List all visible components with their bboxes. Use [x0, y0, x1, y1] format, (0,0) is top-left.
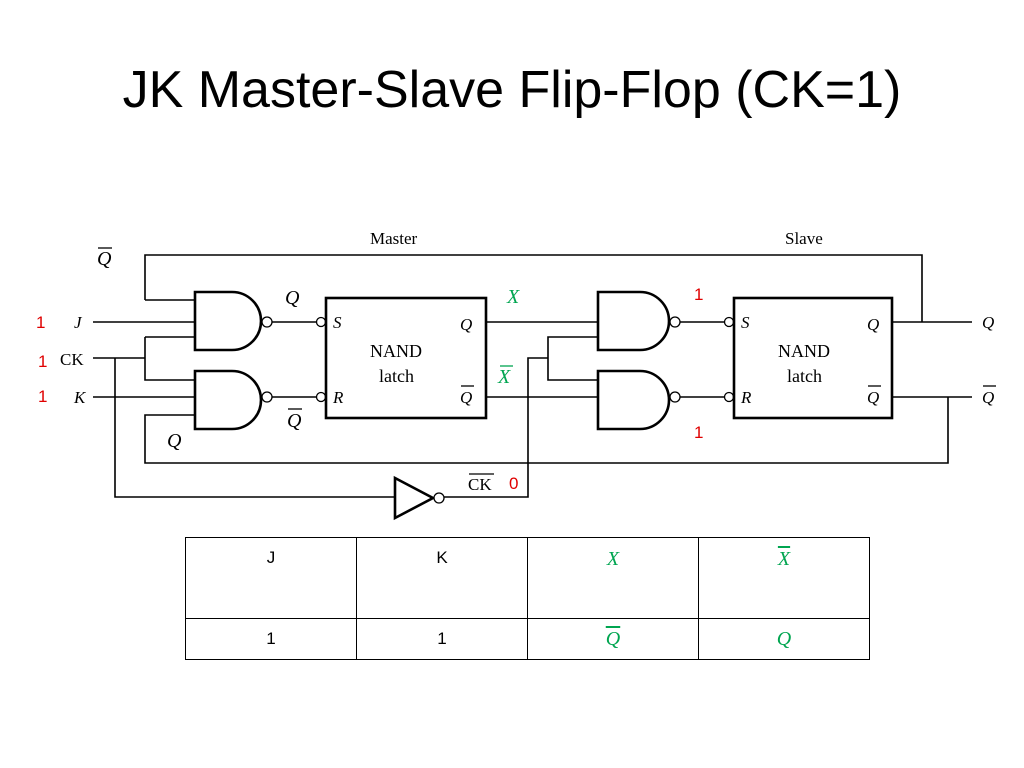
x-label: X: [506, 286, 520, 308]
slave-gate-lower-bubble: [669, 391, 681, 403]
feedback-to-gate2: [144, 414, 195, 425]
slide-title: JK Master-Slave Flip-Flop (CK=1): [122, 61, 902, 119]
cell-k: 1: [356, 618, 528, 660]
ck-label: CK: [60, 350, 84, 369]
jk-flip-flop-diagram: Master Slave Q Q 1 J 1 CK 1 K Q Q S R Q …: [36, 229, 996, 521]
master-qbar-port: Q: [460, 388, 472, 407]
master-r-bubble: [315, 391, 327, 403]
master-label: Master: [370, 229, 418, 248]
master-upper-output-label: Q: [285, 287, 300, 309]
feedback-wire-top: [144, 254, 923, 322]
cell-j: 1: [185, 618, 357, 660]
master-q-port: Q: [460, 315, 472, 334]
slave-upper-output-value: 1: [694, 285, 703, 304]
slave-r-bubble: [723, 391, 735, 403]
slave-lower-output-value: 1: [694, 423, 703, 442]
cell-x: Q: [527, 618, 699, 660]
master-and-gate-lower: [193, 369, 263, 431]
ckbar-label: CK: [468, 475, 492, 494]
slave-and-gate-lower: [596, 369, 671, 431]
header-xbar: X: [698, 537, 870, 619]
master-s-port: S: [333, 313, 342, 332]
master-r-port: R: [332, 388, 344, 407]
master-lower-output-label: Q: [287, 410, 302, 432]
master-latch-line2: latch: [379, 366, 414, 386]
j-label: J: [74, 313, 83, 332]
slave-latch-box: [732, 296, 894, 420]
slave-latch-line1: NAND: [778, 341, 830, 361]
header-x: X: [527, 537, 699, 619]
cell-x-text: Q: [605, 627, 621, 650]
table-header-row: J K X X: [185, 537, 870, 619]
slave-q-port: Q: [867, 315, 879, 334]
ck-value: 1: [38, 352, 47, 371]
master-latch-box: [324, 296, 488, 420]
master-gate-upper-bubble: [261, 316, 273, 328]
header-xbar-text: X: [777, 548, 791, 570]
slave-s-port: S: [741, 313, 750, 332]
header-k: K: [356, 537, 528, 619]
master-latch-line1: NAND: [370, 341, 422, 361]
k-label: K: [73, 388, 87, 407]
inverter-bubble: [433, 492, 445, 504]
qbar-output-label: Q: [982, 388, 994, 407]
ck-to-inverter: [114, 358, 395, 498]
ckbar-to-slave: [440, 336, 598, 498]
master-gate-lower-bubble: [261, 391, 273, 403]
cell-xbar-text: Q: [776, 627, 792, 650]
truth-table: J K X X 1 1 Q Q: [185, 537, 870, 660]
k-value: 1: [38, 387, 47, 406]
feedback-bottom-label: Q: [167, 430, 182, 452]
j-value: 1: [36, 313, 45, 332]
ck-to-gates: [144, 336, 195, 381]
ckbar-value: 0: [509, 474, 518, 493]
slave-latch-line2: latch: [787, 366, 822, 386]
slave-r-port: R: [740, 388, 752, 407]
slave-qbar-port: Q: [867, 388, 879, 407]
slave-and-gate-upper: [596, 290, 671, 352]
master-s-bubble: [315, 316, 327, 328]
xbar-label: X: [497, 366, 511, 388]
slave-gate-upper-bubble: [669, 316, 681, 328]
feedback-wire-bottom: [144, 397, 949, 464]
header-j: J: [185, 537, 357, 619]
slave-label: Slave: [785, 229, 823, 248]
feedback-top-label: Q: [97, 248, 112, 270]
slave-s-bubble: [723, 316, 735, 328]
cell-xbar: Q: [698, 618, 870, 660]
header-x-text: X: [606, 548, 620, 570]
inverter-gate: [393, 475, 436, 521]
table-row: 1 1 Q Q: [185, 618, 870, 660]
master-and-gate-upper: [193, 290, 263, 352]
q-output-label: Q: [982, 313, 994, 332]
